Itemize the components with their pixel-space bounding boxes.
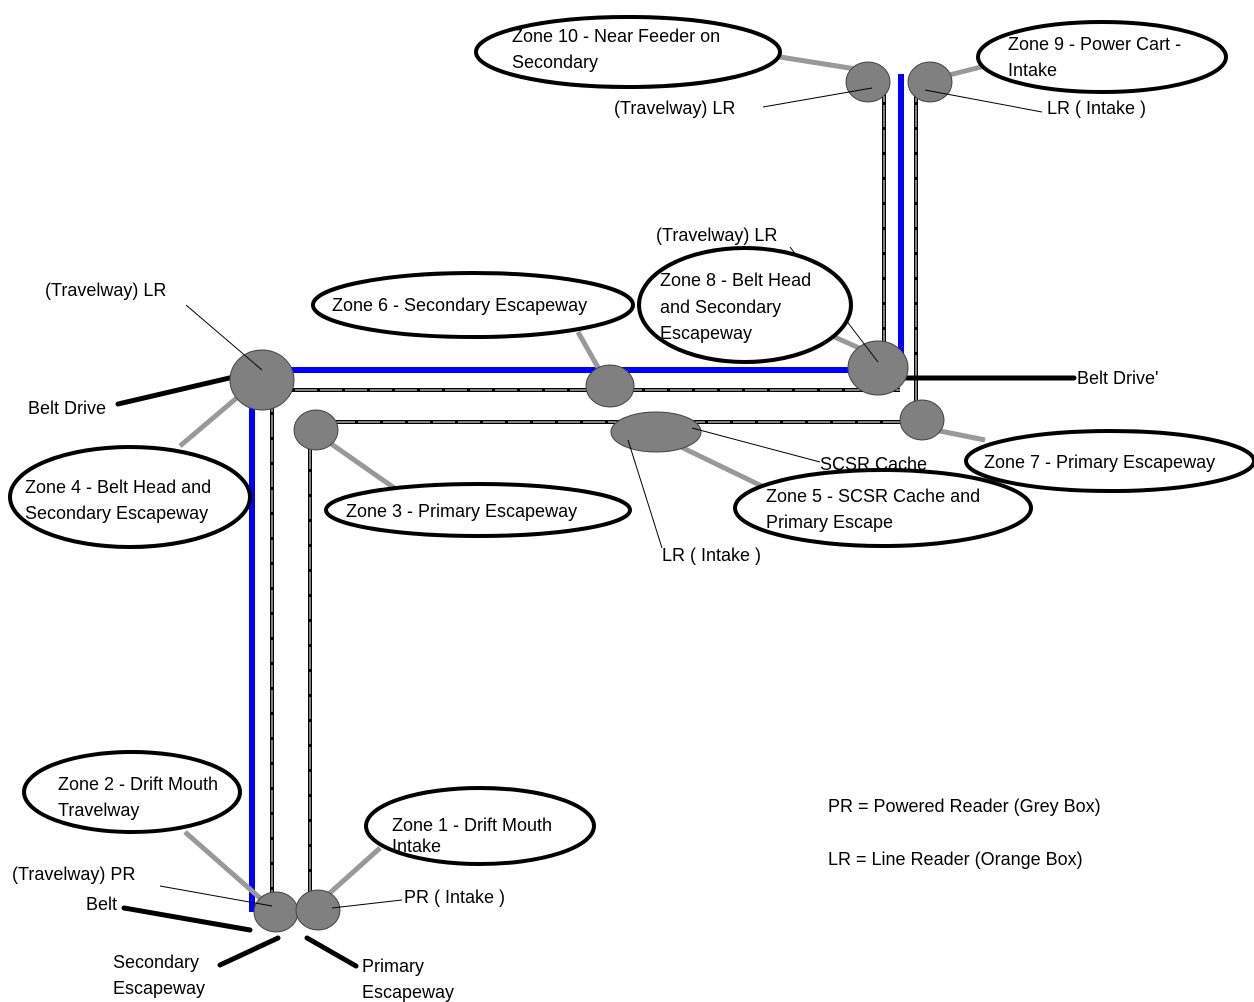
connector-zone10 (779, 54, 863, 73)
label-lr-intake-top: LR ( Intake ) (1047, 98, 1146, 118)
belt-line (121, 905, 253, 933)
zone7-ellipse[interactable] (964, 429, 1254, 493)
label-secondary-escapeway: Secondary Escapeway (113, 952, 205, 998)
zone7-label: Zone 7 - Primary Escapeway (984, 452, 1215, 472)
pointer-lr-intake-top (924, 89, 1043, 113)
zone1-ellipse[interactable] (364, 786, 596, 866)
legend-lr: LR = Line Reader (Orange Box) (828, 849, 1083, 869)
pointer-pr-travelway (159, 885, 273, 907)
pointer-lr-intake-mid (627, 439, 663, 549)
label-lr-travelway-mid: (Travelway) LR (656, 225, 777, 245)
label-pr-travelway: (Travelway) PR (12, 864, 135, 884)
zone-labels: Zone 10 - Near Feeder on Secondary Zone … (25, 26, 1215, 856)
entry-lines (270, 80, 918, 920)
zone1-label: Zone 1 - Drift Mouth Intake (392, 815, 557, 856)
zone10-label: Zone 10 - Near Feeder on Secondary (512, 26, 725, 72)
label-lr-intake-mid: LR ( Intake ) (662, 545, 761, 565)
primary-escapeway-line (304, 935, 359, 969)
label-primary-escapeway: Primary Escapeway (362, 956, 454, 1002)
reader-zone4-travelway[interactable] (229, 349, 295, 411)
zone3-ellipse[interactable] (324, 482, 632, 538)
zone2-ellipse[interactable] (22, 750, 242, 834)
zone5-ellipse[interactable] (733, 468, 1033, 548)
pointer-lr-travelway-top (762, 87, 873, 108)
label-belt-drive-left: Belt Drive (28, 398, 106, 418)
reader-zone9-intake[interactable] (907, 61, 953, 103)
reader-zone8-travelway[interactable] (847, 340, 909, 396)
zone5-label: Zone 5 - SCSR Cache and Primary Escape (766, 486, 985, 532)
pointer-scsr-cache (691, 427, 821, 463)
label-pr-intake: PR ( Intake ) (404, 887, 505, 907)
legend-pr: PR = Powered Reader (Grey Box) (828, 796, 1101, 816)
belt-lines (115, 369, 1077, 969)
zone4-ellipse[interactable] (8, 445, 252, 549)
reader-zone1-pr-intake[interactable] (295, 889, 341, 931)
reader-zone7[interactable] (899, 399, 945, 441)
zone9-label: Zone 9 - Power Cart - Intake (1008, 34, 1186, 80)
reader-labels: (Travelway) LR LR ( Intake ) (Travelway)… (12, 98, 1158, 1002)
connector-zone3 (318, 433, 402, 495)
zone2-label: Zone 2 - Drift Mouth Travelway (58, 774, 223, 820)
connector-zone1 (320, 846, 382, 902)
connector-zone2 (183, 830, 270, 907)
zone-ellipses (8, 15, 1254, 866)
zone3-label: Zone 3 - Primary Escapeway (346, 501, 577, 521)
secondary-escapeway-line (217, 935, 281, 968)
zone6-label: Zone 6 - Secondary Escapeway (332, 295, 587, 315)
zone8-ellipse[interactable] (637, 246, 853, 364)
zone8-label: Zone 8 - Belt Head and Secondary Escapew… (660, 270, 816, 343)
pointer-pr-intake (331, 899, 403, 909)
reader-zone5-intake[interactable] (610, 411, 702, 453)
zone6-ellipse[interactable] (311, 271, 635, 339)
zone10-ellipse[interactable] (474, 15, 782, 89)
connector-zone9 (944, 63, 986, 79)
zone9-ellipse[interactable] (976, 20, 1228, 94)
label-belt: Belt (86, 894, 117, 914)
readers (229, 61, 953, 933)
reader-zone6[interactable] (585, 364, 635, 408)
legend: PR = Powered Reader (Grey Box) LR = Line… (828, 796, 1101, 869)
label-lr-travelway-left: (Travelway) LR (45, 280, 166, 300)
zone4-label: Zone 4 - Belt Head and Secondary Escapew… (25, 477, 216, 523)
reader-zone3[interactable] (293, 409, 339, 451)
travelway-line (249, 74, 904, 912)
pointer-lr-travelway-left (185, 304, 263, 371)
label-scsr-cache: SCSR Cache (820, 454, 927, 474)
label-lr-travelway-top: (Travelway) LR (614, 98, 735, 118)
reader-zone10-travelway[interactable] (845, 61, 891, 103)
reader-zone2-pr-travelway[interactable] (253, 891, 299, 933)
label-belt-drive-right: Belt Drive' (1077, 368, 1158, 388)
